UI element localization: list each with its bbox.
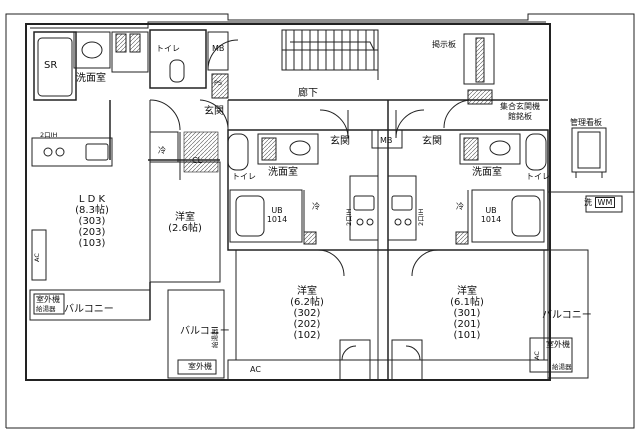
room-washroom-mid1: 洗面室 [268,167,298,178]
fridge-mid2: 冷 [456,202,464,211]
room-toilet-right: トイレ [526,172,550,181]
outdoor-unit-left: 室外機 [36,295,60,304]
water-heater-mid: 給湯器 [211,328,219,349]
site-boundary [5,13,635,429]
intercom-label: 集合玄関機 [500,102,540,111]
fridge-mid1: 冷 [312,202,320,211]
room-sr: SR [44,60,58,71]
yoshitsu-right-size: (6.1帖) [450,297,484,308]
room-ub2: UB 1014 [476,206,506,224]
yoshitsu-mid-title: 洋室 [297,286,317,297]
room-washroom-left: 洗面室 [76,73,106,84]
ldk-size: (8.3帖) [75,205,109,216]
room-yoshitsu-mid: 洋室 (6.2帖) (302) (202) (102) [282,286,332,341]
ldk-unit-103: (103) [78,238,106,249]
bulletin-board: 掲示板 [432,40,456,49]
room-cl: CL [192,156,203,165]
room-yoshitsu-right: 洋室 (6.1帖) (301) (201) (101) [442,286,492,341]
room-mb-mid: MB [380,136,393,145]
washing-machine: 洗 WM [584,197,616,208]
water-heater-left: 給湯器 [36,305,56,313]
wm-prefix: 洗 [584,198,592,207]
yoshitsu-right-301: (301) [453,308,481,319]
ih-mid2: 2口IH [417,208,425,226]
yoshitsu-right-201: (201) [453,319,481,330]
balcony-mid: バルコニー [180,326,230,337]
room-toilet-mid1: トイレ [232,172,256,181]
ub2-title: UB [485,206,497,215]
ub2-size: 1014 [480,215,502,224]
room-toilet-left: トイレ [156,44,180,53]
room-ub1: UB 1014 [262,206,292,224]
yoshitsu-small-size: (2.6帖) [168,223,202,234]
ub1-size: 1014 [266,215,288,224]
room-genkan-left: 玄関 [204,106,224,117]
ldk-unit-303: (303) [78,216,106,227]
ac-right: AC [533,351,541,360]
yoshitsu-right-title: 洋室 [457,286,477,297]
yoshitsu-small-title: 洋室 [175,212,195,223]
balcony-right: バルコニー [542,310,592,321]
ub1-title: UB [271,206,283,215]
outdoor-unit-mid: 室外機 [188,362,212,371]
yoshitsu-right-101: (101) [453,330,481,341]
yoshitsu-mid-202: (202) [293,319,321,330]
room-genkan-mid2: 玄関 [422,136,442,147]
ldk-title: L D K [78,194,106,205]
room-corridor: 廊下 [298,88,318,99]
nameplate-label: 館銘板 [508,112,532,121]
ac-left: AC [33,253,41,262]
room-genkan-mid1: 玄関 [330,136,350,147]
ih-left: 2口IH [40,131,58,139]
ac-mid: AC [250,365,261,374]
yoshitsu-mid-302: (302) [293,308,321,319]
fridge-left: 冷 [158,146,166,155]
room-yoshitsu-small: 洋室 (2.6帖) [160,212,210,234]
wm-label: WM [594,197,616,208]
room-mb-left: MB [212,44,225,53]
balcony-left: バルコニー [64,304,114,315]
ldk-unit-203: (203) [78,227,106,238]
yoshitsu-mid-102: (102) [293,330,321,341]
water-heater-right: 給湯器 [552,363,572,371]
outdoor-unit-right: 室外機 [546,340,570,349]
room-ldk: L D K (8.3帖) (303) (203) (103) [62,194,122,249]
room-ps: PS [214,79,223,87]
room-washroom-mid2: 洗面室 [472,167,502,178]
mgmt-sign-label: 管理看板 [570,118,602,127]
ih-mid1: 2口IH [345,208,353,226]
yoshitsu-mid-size: (6.2帖) [290,297,324,308]
